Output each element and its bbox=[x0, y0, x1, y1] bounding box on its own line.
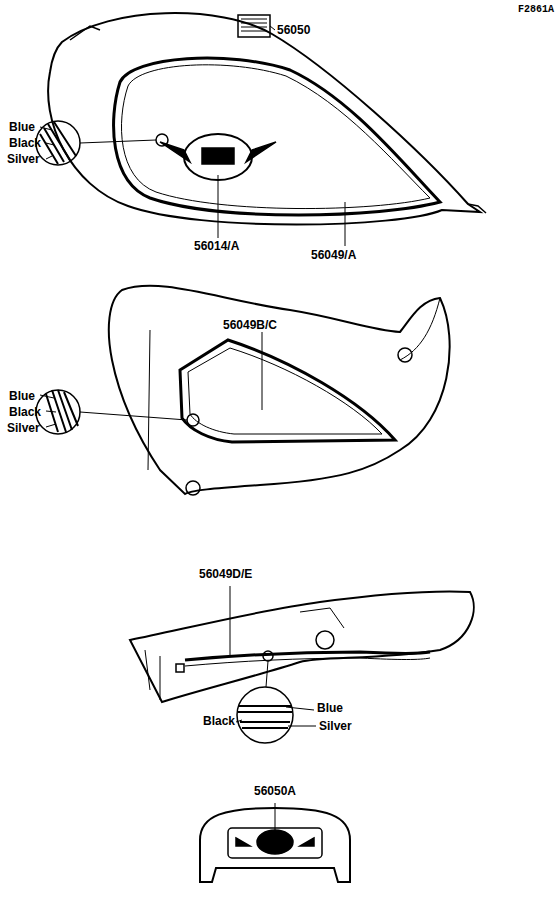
rail-cover bbox=[130, 586, 474, 702]
color-label: Silver bbox=[318, 719, 353, 733]
color-label: Black bbox=[8, 136, 42, 150]
callout-number: 56014/A bbox=[193, 239, 240, 253]
figure-code: F2861A bbox=[517, 3, 555, 17]
stripe-detail bbox=[36, 121, 156, 165]
callout-number: 56049B/C bbox=[222, 318, 278, 332]
callout-number: 56050A bbox=[253, 784, 297, 798]
color-label: Black bbox=[8, 405, 42, 419]
stripe-detail bbox=[36, 390, 187, 434]
color-label: Black bbox=[202, 714, 236, 728]
callout-number: 56050 bbox=[276, 23, 311, 37]
fuel-tank bbox=[48, 13, 486, 224]
color-label: Blue bbox=[316, 701, 344, 715]
seat-emblem bbox=[200, 803, 350, 882]
color-label: Silver bbox=[6, 152, 41, 166]
stripe-detail bbox=[236, 661, 316, 743]
color-label: Blue bbox=[8, 389, 36, 403]
color-label: Silver bbox=[6, 421, 41, 435]
side-cover bbox=[109, 286, 450, 495]
callout-number: 56049/A bbox=[310, 248, 357, 262]
color-label: Blue bbox=[8, 120, 36, 134]
callout-number: 56049D/E bbox=[198, 567, 253, 581]
